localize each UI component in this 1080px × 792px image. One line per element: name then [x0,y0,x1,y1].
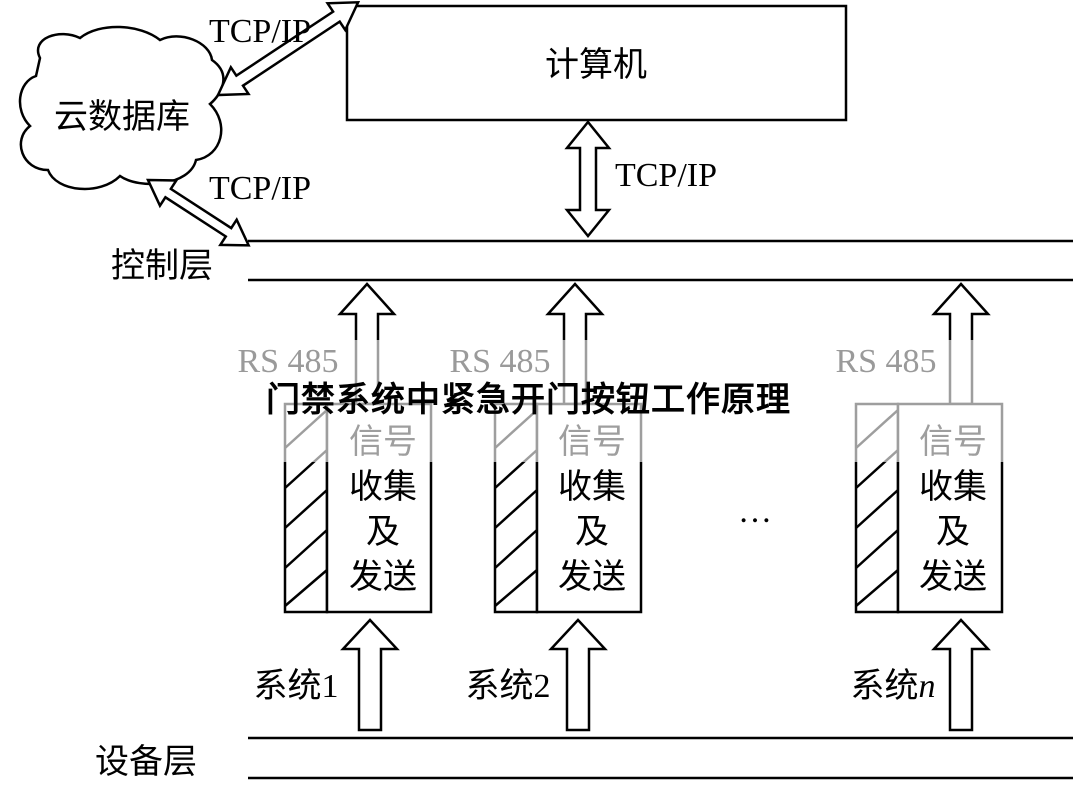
system-n-prefix: 系统 [851,667,919,705]
module-n-line-4: 发送 [919,558,987,596]
module-2-line-2: 收集 [558,468,626,506]
system-1-suffix: 1 [322,668,339,705]
system-2-suffix: 2 [534,668,551,705]
device-layer-label: 设备层 [95,743,197,781]
module-1-line-2: 收集 [349,468,417,506]
module-n-line-2: 收集 [919,468,987,506]
system-2-prefix: 系统 [466,667,534,705]
system-1-prefix: 系统 [254,667,322,705]
modules-ellipsis: … [738,493,772,530]
computer-label: 计算机 [545,46,647,84]
rs485-label-1: RS 485 [237,343,338,380]
cloud-database-label: 云数据库 [54,98,190,136]
tcp-label-cloud-computer: TCP/IP [209,13,311,50]
rs485-label-2: RS 485 [449,343,550,380]
cloud-shape [18,25,225,191]
module-2-line-3: 及 [575,514,609,551]
system-label-1: 系统1 [254,667,339,705]
module-1-line-4: 发送 [349,558,417,596]
tcp-label-cloud-control: TCP/IP [209,170,311,207]
system-arrow-1 [340,618,400,732]
system-arrow-n [931,618,991,732]
module-2-line-4: 发送 [558,558,626,596]
system-label-n: 系统n [851,667,936,705]
system-label-2: 系统2 [466,667,551,705]
system-n-suffix: n [919,668,936,705]
tcp-label-computer-control: TCP/IP [615,157,717,194]
module-n-line-3: 及 [936,514,970,551]
control-layer-label: 控制层 [111,247,213,285]
computer-box [345,4,848,122]
system-arrow-2 [548,618,608,732]
module-1-line-3: 及 [366,514,400,551]
computer-control-double-arrow [564,120,612,238]
cloud-control-double-arrow [146,178,251,247]
overlay-title: 门禁系统中紧急开门按钮工作原理 [266,380,791,420]
rs485-label-3: RS 485 [835,343,936,380]
cloud-computer-double-arrow [216,0,361,97]
faded-band [230,340,1030,462]
